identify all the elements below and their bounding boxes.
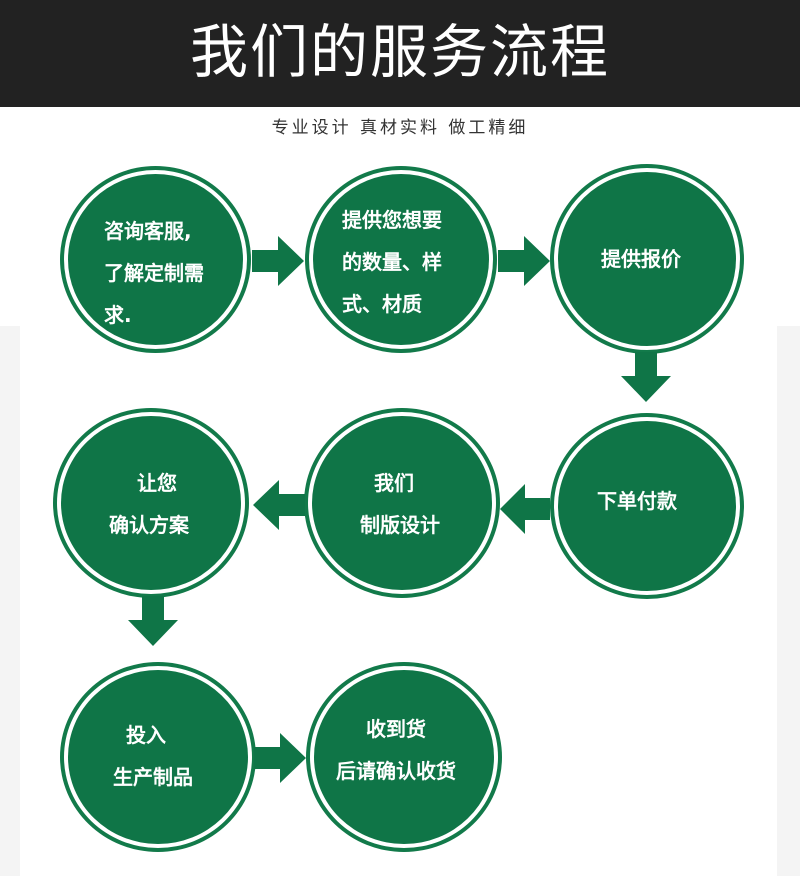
step-8-text: 收到货 后请确认收货 [336, 708, 456, 792]
step-6-text: 让您 确认方案 [109, 462, 189, 546]
page-subtitle: 专业设计 真材实料 做工精细 [271, 118, 529, 138]
header-bar: 我们的服务流程 [0, 0, 800, 107]
step-3-line-1: 提供报价 [601, 247, 681, 271]
step-circle-fill [61, 416, 241, 590]
step-1-line-2: 了解定制需 [104, 261, 204, 285]
step-4-order-payment: 下单付款 [550, 413, 744, 599]
arrow-right-icon [254, 733, 306, 783]
step-7-production: 投入 生产制品 [60, 662, 256, 852]
arrow-right-icon [498, 236, 550, 286]
side-panel-left [0, 326, 20, 876]
arrow-right-icon [252, 236, 304, 286]
step-5-design: 我们 制版设计 [304, 408, 500, 598]
step-circle-fill [313, 174, 489, 345]
arrow-left-icon [500, 484, 550, 534]
step-6-confirm-plan: 让您 确认方案 [53, 408, 249, 598]
step-5-line-2: 制版设计 [360, 513, 440, 537]
step-2-line-1: 提供您想要 [342, 208, 442, 232]
step-1-consult: 咨询客服, 了解定制需 求. [60, 166, 251, 353]
arrow-down-icon [128, 596, 178, 646]
step-5-text: 我们 制版设计 [360, 462, 440, 546]
step-5-line-1: 我们 [374, 471, 414, 495]
arrow-left-icon [253, 480, 305, 530]
step-circle-fill [68, 174, 243, 345]
page-title: 我们的服务流程 [189, 18, 610, 86]
step-circle-fill [314, 670, 494, 844]
step-2-requirements: 提供您想要 的数量、样 式、材质 [305, 166, 497, 353]
step-4-text: 下单付款 [597, 480, 677, 522]
step-7-line-1: 投入 [126, 723, 166, 747]
step-1-text: 咨询客服, 了解定制需 求. [104, 210, 204, 336]
step-circle-fill [558, 172, 736, 346]
step-8-line-2: 后请确认收货 [336, 759, 456, 783]
side-panel-right [777, 326, 800, 876]
step-6-line-2: 确认方案 [109, 513, 189, 537]
step-3-text: 提供报价 [601, 238, 681, 280]
step-2-line-3: 式、材质 [342, 292, 422, 316]
step-6-line-1: 让您 [137, 471, 177, 495]
step-2-line-2: 的数量、样 [342, 250, 442, 274]
arrow-down-icon [621, 352, 671, 402]
step-4-line-1: 下单付款 [597, 489, 677, 513]
step-3-quote: 提供报价 [550, 164, 744, 354]
step-2-text: 提供您想要 的数量、样 式、材质 [342, 199, 442, 325]
step-1-line-3: 求. [104, 303, 132, 327]
step-circle-fill [558, 421, 736, 591]
step-8-line-1: 收到货 [366, 717, 426, 741]
step-circle-fill [68, 670, 248, 844]
step-8-receive: 收到货 后请确认收货 [306, 662, 502, 852]
step-7-text: 投入 生产制品 [113, 714, 193, 798]
step-7-line-2: 生产制品 [113, 765, 193, 789]
step-circle-fill [312, 416, 492, 590]
step-1-line-1: 咨询客服, [104, 219, 192, 243]
